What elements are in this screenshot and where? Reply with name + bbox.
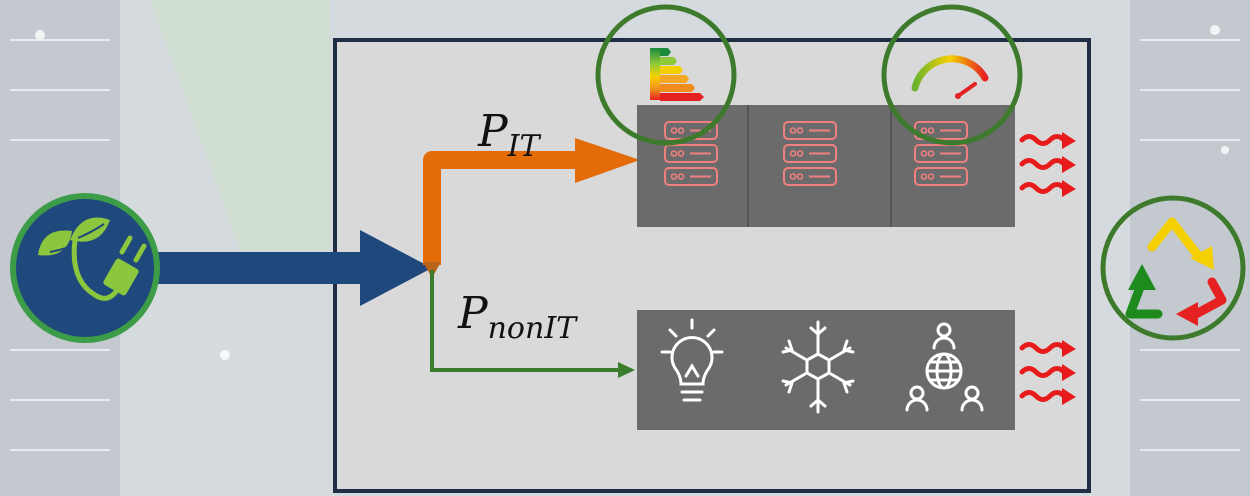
recycle-icon xyxy=(1100,195,1246,341)
green-energy-plug-icon xyxy=(10,193,160,343)
p-it-label: PIT xyxy=(478,110,539,162)
server-rack xyxy=(637,105,1015,227)
globe-people-icon xyxy=(905,322,984,412)
p-nonit-label: PnonIT xyxy=(458,292,576,344)
lightbulb-icon xyxy=(660,318,724,402)
p-nonit-symbol: P xyxy=(458,288,488,339)
snowflake-icon xyxy=(781,320,855,414)
energy-label-icon xyxy=(650,48,704,101)
speedometer-icon xyxy=(911,55,989,99)
appliance-rack xyxy=(637,310,1015,430)
energy-label-highlight xyxy=(595,4,737,146)
p-it-symbol: P xyxy=(478,106,508,157)
p-nonit-subscript: nonIT xyxy=(487,311,577,346)
p-it-subscript: IT xyxy=(507,129,540,164)
grid-power-arrow xyxy=(150,230,432,306)
speedometer-highlight xyxy=(881,4,1023,146)
nonit-power-arrow xyxy=(430,270,635,378)
